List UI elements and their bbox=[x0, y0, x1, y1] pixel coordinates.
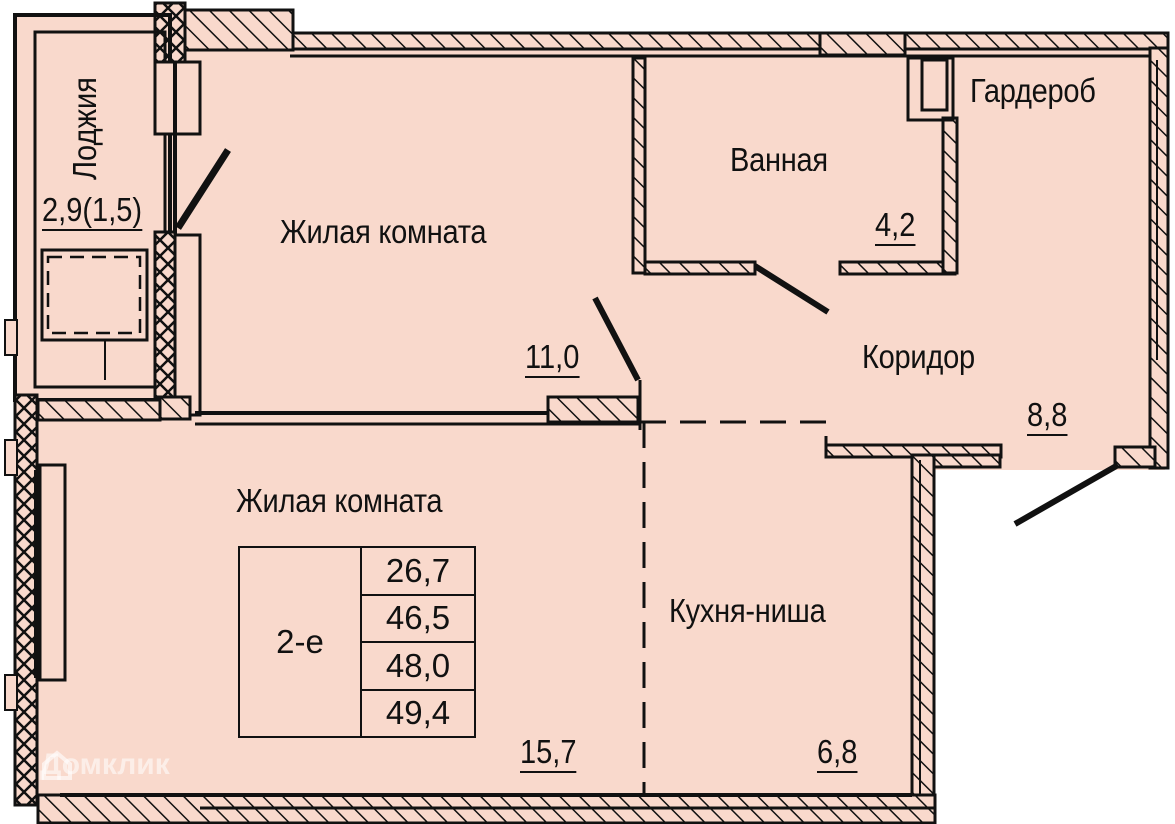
room-label-living-room-1: Жилая комната bbox=[280, 213, 487, 250]
room-area-kitchen-niche: 6,8 bbox=[817, 735, 858, 773]
room-label-living-room-2: Жилая комната bbox=[236, 482, 443, 519]
room-count-label: 2-е bbox=[240, 548, 362, 736]
room-label-wardrobe: Гардероб bbox=[970, 72, 1096, 109]
room-label-corridor: Коридор bbox=[862, 338, 975, 375]
apartment-summary-table: 2-е 26,7 46,5 48,0 49,4 bbox=[238, 546, 476, 738]
room-area-corridor: 8,8 bbox=[1027, 398, 1068, 436]
room-area-loggia: 2,9(1,5) bbox=[42, 193, 143, 231]
room-area-living-room-1: 11,0 bbox=[525, 340, 580, 378]
summary-value-total-with-loggia: 49,4 bbox=[385, 694, 451, 732]
room-label-kitchen-niche: Кухня-ниша bbox=[669, 592, 826, 629]
summary-value-total-area: 46,5 bbox=[362, 596, 474, 643]
summary-value-total-with-loggia-coef: 48,0 bbox=[362, 643, 474, 691]
house-logo-icon bbox=[42, 750, 72, 780]
room-label-bathroom: Ванная bbox=[730, 141, 828, 178]
summary-value-living-area: 26,7 bbox=[362, 548, 474, 596]
watermark-text: Домклик bbox=[40, 748, 170, 781]
watermark: Домклик bbox=[40, 748, 170, 782]
room-label-loggia: Лоджия bbox=[66, 77, 103, 180]
room-area-living-room-2: 15,7 bbox=[520, 735, 577, 773]
room-area-bathroom: 4,2 bbox=[875, 208, 916, 246]
